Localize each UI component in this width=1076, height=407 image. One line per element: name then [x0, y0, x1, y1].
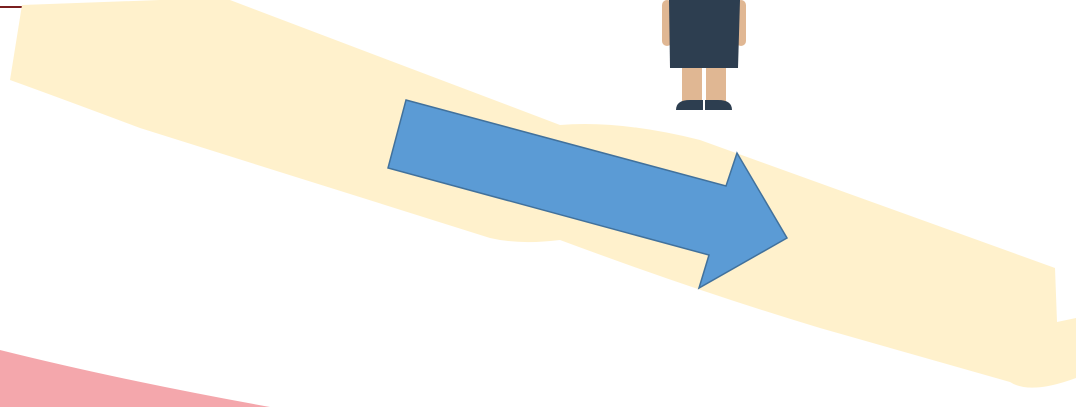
- person-figure-icon: [662, 0, 746, 110]
- red-band: [0, 350, 270, 407]
